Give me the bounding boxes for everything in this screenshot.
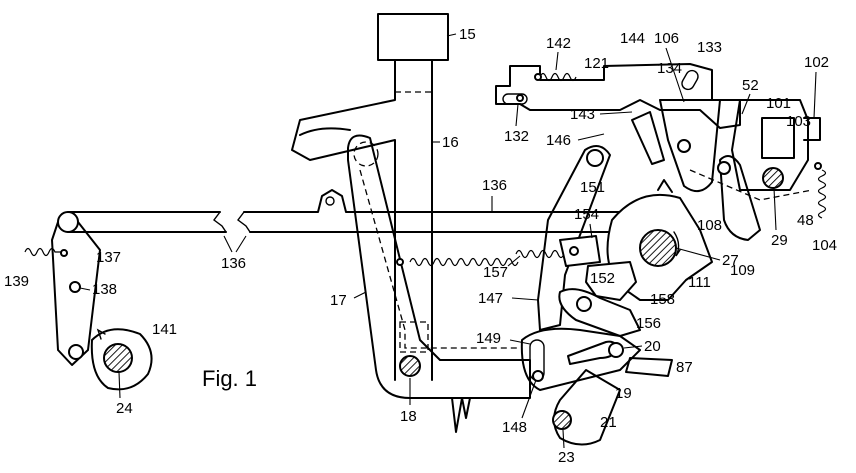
label-157: 157 (483, 264, 508, 281)
slider-16 (291, 13, 449, 381)
lever-21 (552, 369, 621, 446)
plate-121 (495, 63, 741, 129)
cam-141 (90, 328, 153, 391)
label-87: 87 (676, 359, 693, 376)
label-136-bottom: 136 (221, 255, 246, 272)
label-143: 143 (570, 106, 595, 123)
lever-109 (689, 155, 813, 241)
arm-134 (631, 99, 721, 193)
latch-152 (558, 235, 641, 337)
lower-link-20 (520, 327, 673, 391)
label-149: 149 (476, 330, 501, 347)
label-29: 29 (771, 232, 788, 249)
label-21: 21 (600, 414, 617, 431)
label-156: 156 (636, 315, 661, 332)
label-15: 15 (459, 26, 476, 43)
label-109: 109 (730, 262, 755, 279)
label-158: 158 (650, 291, 675, 308)
label-151: 151 (580, 179, 605, 196)
label-108: 108 (697, 217, 722, 234)
label-148: 148 (502, 419, 527, 436)
label-133: 133 (697, 39, 722, 56)
label-23: 23 (558, 449, 575, 466)
spring-157 (396, 249, 565, 267)
figure-caption: Fig. 1 (202, 366, 257, 391)
label-19: 19 (615, 385, 632, 402)
label-106: 106 (654, 30, 679, 47)
bar-136 (67, 189, 641, 233)
label-139: 139 (4, 273, 29, 290)
label-103: 103 (786, 113, 811, 130)
label-147: 147 (478, 290, 503, 307)
label-134: 134 (657, 60, 682, 77)
label-138: 138 (92, 281, 117, 298)
label-154: 154 (574, 206, 599, 223)
label-137: 137 (96, 249, 121, 266)
label-52: 52 (742, 77, 759, 94)
label-102: 102 (804, 54, 829, 71)
label-20: 20 (644, 338, 661, 355)
label-24: 24 (116, 400, 133, 417)
label-18: 18 (400, 408, 417, 425)
label-136-top: 136 (482, 177, 507, 194)
label-144: 144 (620, 30, 645, 47)
label-17: 17 (330, 292, 347, 309)
block-101 (731, 99, 827, 219)
lever-17 (347, 134, 531, 433)
spring-139 (24, 247, 68, 257)
reference-labels: 15 16 17 18 19 20 21 23 24 27 29 48 52 8… (4, 26, 837, 466)
label-146: 146 (546, 132, 571, 149)
label-142: 142 (546, 35, 571, 52)
label-16: 16 (442, 134, 459, 151)
label-121: 121 (584, 55, 609, 72)
left-crank-lever (51, 211, 101, 366)
label-152: 152 (590, 270, 615, 287)
label-48: 48 (797, 212, 814, 229)
label-132: 132 (504, 128, 529, 145)
lever-147 (537, 145, 611, 331)
label-111: 111 (688, 274, 711, 291)
label-104: 104 (812, 237, 837, 254)
label-101: 101 (766, 95, 791, 112)
label-141: 141 (152, 321, 177, 338)
label-27: 27 (722, 252, 739, 269)
